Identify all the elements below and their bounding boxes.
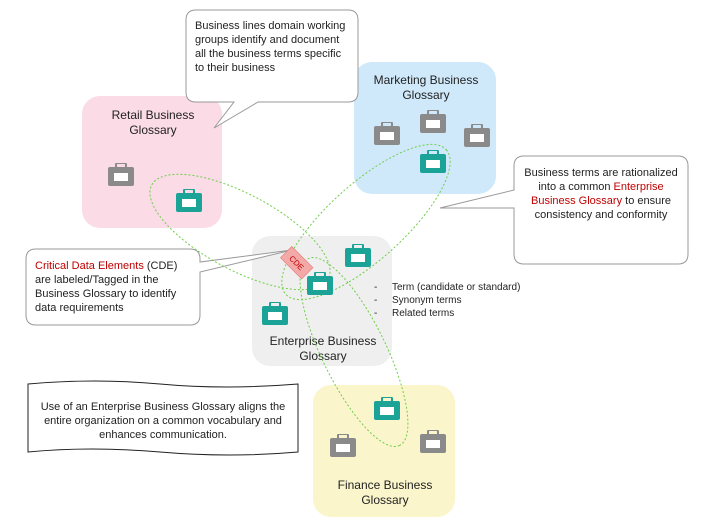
briefcase-icon xyxy=(420,150,446,173)
enterprise-glossary-title: Enterprise Business Glossary xyxy=(252,334,394,364)
bottom-note-text: Use of an Enterprise Business Glossary a… xyxy=(40,401,286,441)
retail-title-line2: Glossary xyxy=(129,123,177,137)
briefcase-icon xyxy=(108,163,134,186)
briefcase-icon xyxy=(420,430,446,453)
list-item: - Related terms xyxy=(374,307,520,320)
top-callout-text: Business lines domain working groups ide… xyxy=(195,20,346,74)
briefcase-icon xyxy=(374,397,400,420)
briefcase-icon xyxy=(262,302,288,325)
right-callout-highlight: Enterprise Business Glossary xyxy=(530,181,664,207)
term-list: - Term (candidate or standard) - Synonym t… xyxy=(374,281,520,320)
briefcase-icon xyxy=(374,122,400,145)
list-dash: - xyxy=(374,295,378,306)
list-dash: - xyxy=(374,282,378,293)
marketing-title-line1: Marketing Business xyxy=(373,73,479,87)
right-callout-text: Business terms are rationalized into a c… xyxy=(520,166,682,222)
list-item: - Synonym terms xyxy=(374,294,520,307)
list-item: - Term (candidate or standard) xyxy=(374,281,520,294)
retail-title-line1: Retail Business xyxy=(111,108,195,122)
briefcase-icon xyxy=(420,110,446,133)
right-callout-post: to ensure consistency and conformity xyxy=(534,195,671,221)
bottom-note-frame xyxy=(27,380,299,456)
enterprise-title-line1: Enterprise Business xyxy=(269,334,377,348)
finance-title-line1: Finance Business xyxy=(337,478,433,492)
left-callout-post: (CDE) are labeled/Tagged in the Business… xyxy=(35,260,178,314)
left-callout-text: Critical Data Elements (CDE) are labeled… xyxy=(35,259,195,315)
finance-link-ellipse xyxy=(299,256,409,448)
left-callout-highlight: Critical Data Elements xyxy=(35,260,144,272)
top-callout-bubble xyxy=(185,9,359,129)
list-item-label: Related terms xyxy=(392,308,455,319)
finance-title-line2: Glossary xyxy=(361,493,409,507)
marketing-title-line2: Glossary xyxy=(402,88,450,102)
marketing-glossary-title: Marketing Business Glossary xyxy=(356,73,496,103)
list-dash: - xyxy=(374,308,378,319)
briefcase-icon xyxy=(330,434,356,457)
left-callout-bubble xyxy=(25,248,293,326)
briefcase-icon xyxy=(345,244,371,267)
retail-glossary-title: Retail Business Glossary xyxy=(92,108,214,138)
briefcase-icon xyxy=(464,124,490,147)
finance-glossary-title: Finance Business Glossary xyxy=(314,478,456,508)
marketing-link-ellipse xyxy=(281,143,451,301)
enterprise-title-line2: Glossary xyxy=(299,349,347,363)
cde-tag: CDE xyxy=(280,246,314,280)
right-callout-bubble xyxy=(439,155,689,265)
list-item-label: Synonym terms xyxy=(392,295,462,306)
briefcase-icon xyxy=(307,272,333,295)
right-callout-pre: Business terms are rationalized into a c… xyxy=(524,167,678,193)
briefcase-icon xyxy=(176,189,202,212)
list-item-label: Term (candidate or standard) xyxy=(392,282,521,293)
